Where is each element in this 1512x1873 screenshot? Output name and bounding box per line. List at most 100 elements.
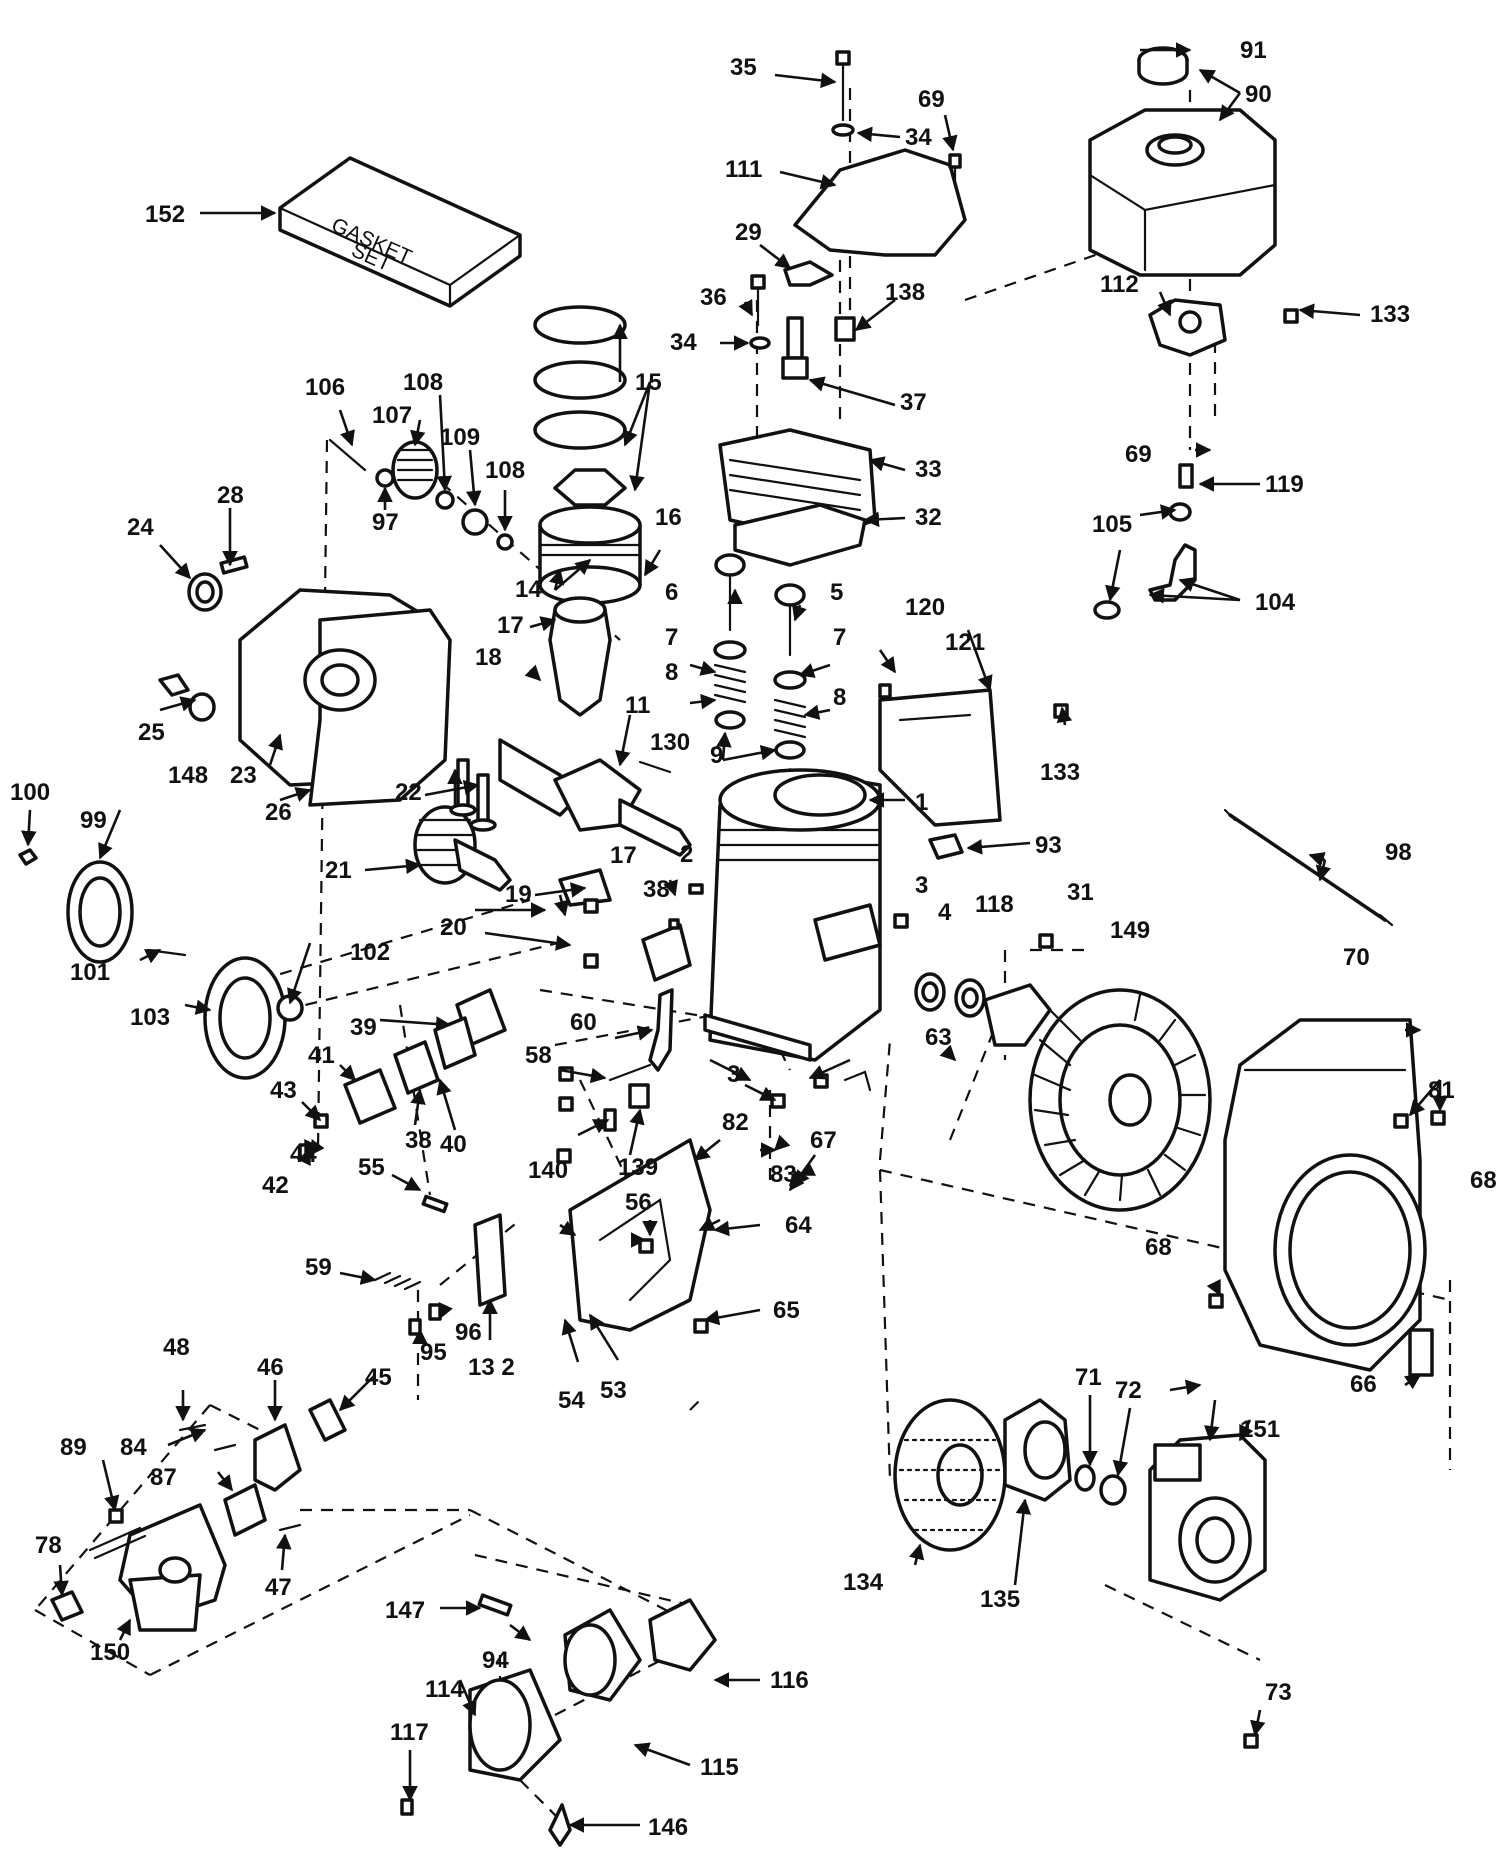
label-94: 94 xyxy=(482,1647,509,1674)
label-46: 46 xyxy=(257,1354,284,1381)
connecting-rod xyxy=(548,596,612,907)
label-83: 83 xyxy=(770,1161,797,1188)
label-4: 4 xyxy=(938,899,952,926)
label-69a: 69 xyxy=(918,86,945,113)
label-16: 16 xyxy=(655,504,682,531)
label-78: 78 xyxy=(35,1532,62,1559)
label-64: 64 xyxy=(785,1212,812,1239)
label-44: 44 xyxy=(290,1141,317,1168)
piston-rings xyxy=(533,305,627,507)
label-7a: 7 xyxy=(665,624,678,651)
label-68a: 68 xyxy=(1470,1167,1497,1194)
label-6: 6 xyxy=(665,579,678,606)
label-140: 140 xyxy=(528,1157,568,1184)
label-152: 152 xyxy=(145,201,185,228)
label-47: 47 xyxy=(265,1574,292,1601)
label-133a: 133 xyxy=(1370,301,1410,328)
label-33: 33 xyxy=(915,456,942,483)
label-108b: 108 xyxy=(485,457,525,484)
label-84: 84 xyxy=(120,1434,147,1461)
label-99: 99 xyxy=(80,807,107,834)
camshaft xyxy=(413,758,512,892)
label-38a: 38 xyxy=(643,876,670,903)
label-112: 112 xyxy=(1100,271,1139,298)
label-81: 81 xyxy=(1428,1077,1455,1104)
label-63: 63 xyxy=(925,1024,952,1051)
label-29: 29 xyxy=(735,219,762,246)
label-104: 104 xyxy=(1255,589,1296,616)
label-120: 120 xyxy=(905,594,945,621)
seals-left xyxy=(158,555,249,722)
flywheel-seals xyxy=(914,972,986,1018)
label-100: 100 xyxy=(10,779,50,806)
label-106: 106 xyxy=(305,374,345,401)
label-118: 118 xyxy=(975,891,1014,918)
label-149: 149 xyxy=(1110,917,1150,944)
carburetor xyxy=(88,1503,227,1632)
label-23: 23 xyxy=(230,762,257,789)
label-54: 54 xyxy=(558,1387,585,1414)
bolts-top xyxy=(749,50,962,350)
label-105: 105 xyxy=(1092,511,1132,538)
bracket-111 xyxy=(793,148,967,257)
label-96: 96 xyxy=(455,1319,482,1346)
crankshaft xyxy=(498,738,692,857)
label-91: 91 xyxy=(1240,37,1267,64)
label-90: 90 xyxy=(1245,81,1272,108)
governor-rod-98 xyxy=(1223,808,1394,927)
label-72: 72 xyxy=(1115,1377,1142,1404)
part-labels: 1 2 3 3 4 5 6 7 7 8 8 9 11 14 15 16 17 1… xyxy=(10,37,1497,1841)
label-56: 56 xyxy=(625,1189,652,1216)
label-132: 13 2 xyxy=(468,1354,515,1381)
label-53: 53 xyxy=(600,1377,627,1404)
label-147: 147 xyxy=(385,1597,425,1624)
label-70: 70 xyxy=(1343,944,1370,971)
fuel-line-parts xyxy=(1093,298,1227,620)
label-135: 135 xyxy=(980,1586,1020,1613)
label-37: 37 xyxy=(900,389,927,416)
governor-assembly xyxy=(328,438,514,551)
label-22: 22 xyxy=(395,779,422,806)
label-87: 87 xyxy=(150,1464,177,1491)
label-3a: 3 xyxy=(915,872,928,899)
label-109: 109 xyxy=(440,424,480,451)
label-134: 134 xyxy=(843,1569,884,1596)
label-150: 150 xyxy=(90,1639,130,1666)
label-39: 39 xyxy=(350,1014,377,1041)
label-28: 28 xyxy=(217,482,244,509)
label-89: 89 xyxy=(60,1434,87,1461)
label-102: 102 xyxy=(350,939,390,966)
governor-control xyxy=(373,1194,507,1336)
label-11: 11 xyxy=(625,692,650,719)
label-35: 35 xyxy=(730,54,757,81)
label-36: 36 xyxy=(700,284,727,311)
cylinder-head xyxy=(718,428,877,567)
label-38b: 38 xyxy=(405,1127,432,1154)
valves xyxy=(713,553,807,760)
label-55: 55 xyxy=(358,1154,385,1181)
label-9: 9 xyxy=(710,742,723,769)
label-117: 117 xyxy=(390,1719,429,1746)
label-69b: 69 xyxy=(1125,441,1152,468)
label-7b: 7 xyxy=(833,624,846,651)
label-111: 111 xyxy=(725,156,762,183)
label-65: 65 xyxy=(773,1297,800,1324)
label-119: 119 xyxy=(1265,471,1304,498)
label-32: 32 xyxy=(915,504,942,531)
label-20: 20 xyxy=(440,914,467,941)
rewind-starter xyxy=(1148,1433,1267,1602)
label-103: 103 xyxy=(130,1004,170,1031)
label-34a: 34 xyxy=(905,124,932,151)
label-17a: 17 xyxy=(497,612,524,639)
parts: GASKET SET xyxy=(18,46,1446,1847)
label-41: 41 xyxy=(308,1042,335,1069)
label-138: 138 xyxy=(885,279,925,306)
carb-gasket-78 xyxy=(50,1590,84,1622)
intake-elbow xyxy=(178,1398,347,1537)
rotating-screen xyxy=(893,1398,1007,1552)
label-21: 21 xyxy=(325,857,352,884)
label-40: 40 xyxy=(440,1131,467,1158)
label-42: 42 xyxy=(262,1172,289,1199)
label-68b: 68 xyxy=(1145,1234,1172,1261)
label-8b: 8 xyxy=(833,684,846,711)
